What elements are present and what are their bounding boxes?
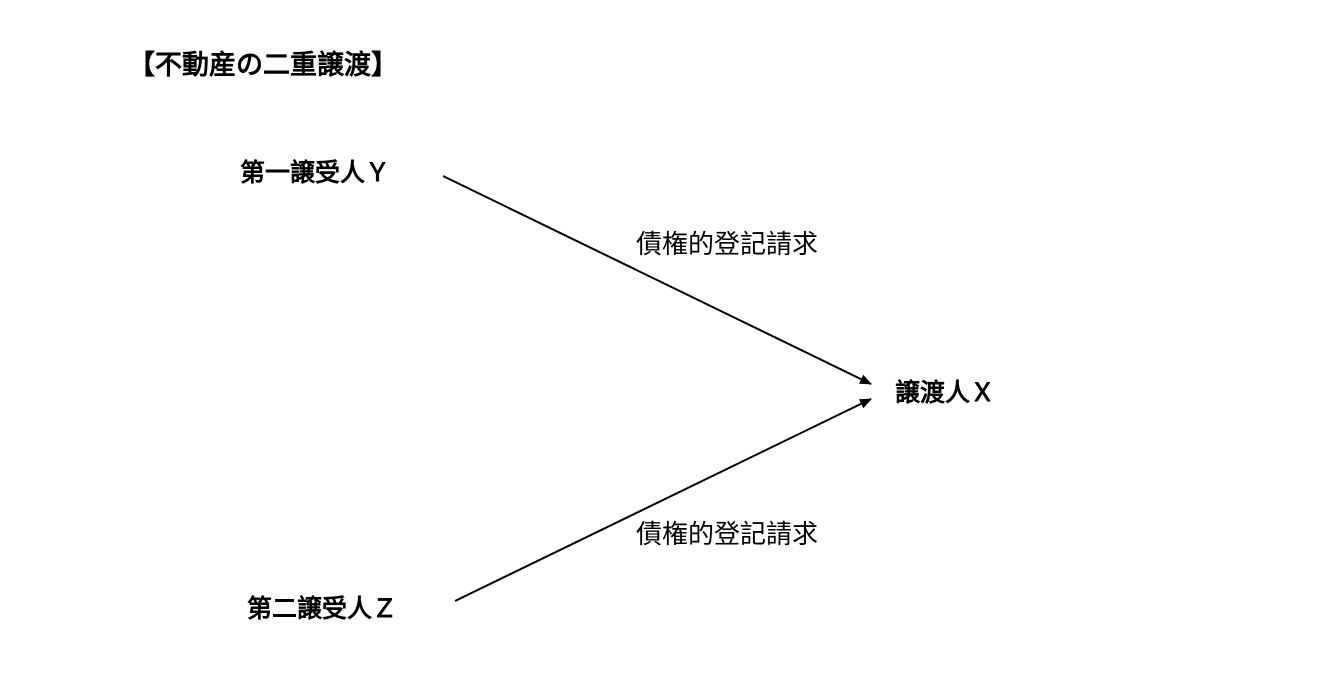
arrow-z-to-x bbox=[454, 398, 872, 602]
transferor-label: 譲渡人Ｘ bbox=[895, 378, 996, 407]
first-transferee-label: 第一譲受人Ｙ bbox=[240, 158, 391, 187]
arrow-y-to-x bbox=[442, 175, 872, 385]
diagram-title: 【不動産の二重譲渡】 bbox=[128, 50, 398, 81]
arrow-label-y: 債権的登記請求 bbox=[636, 230, 819, 260]
arrow-label-z: 債権的登記請求 bbox=[636, 520, 819, 550]
second-transferee-label: 第二譲受人Ｚ bbox=[247, 594, 398, 623]
